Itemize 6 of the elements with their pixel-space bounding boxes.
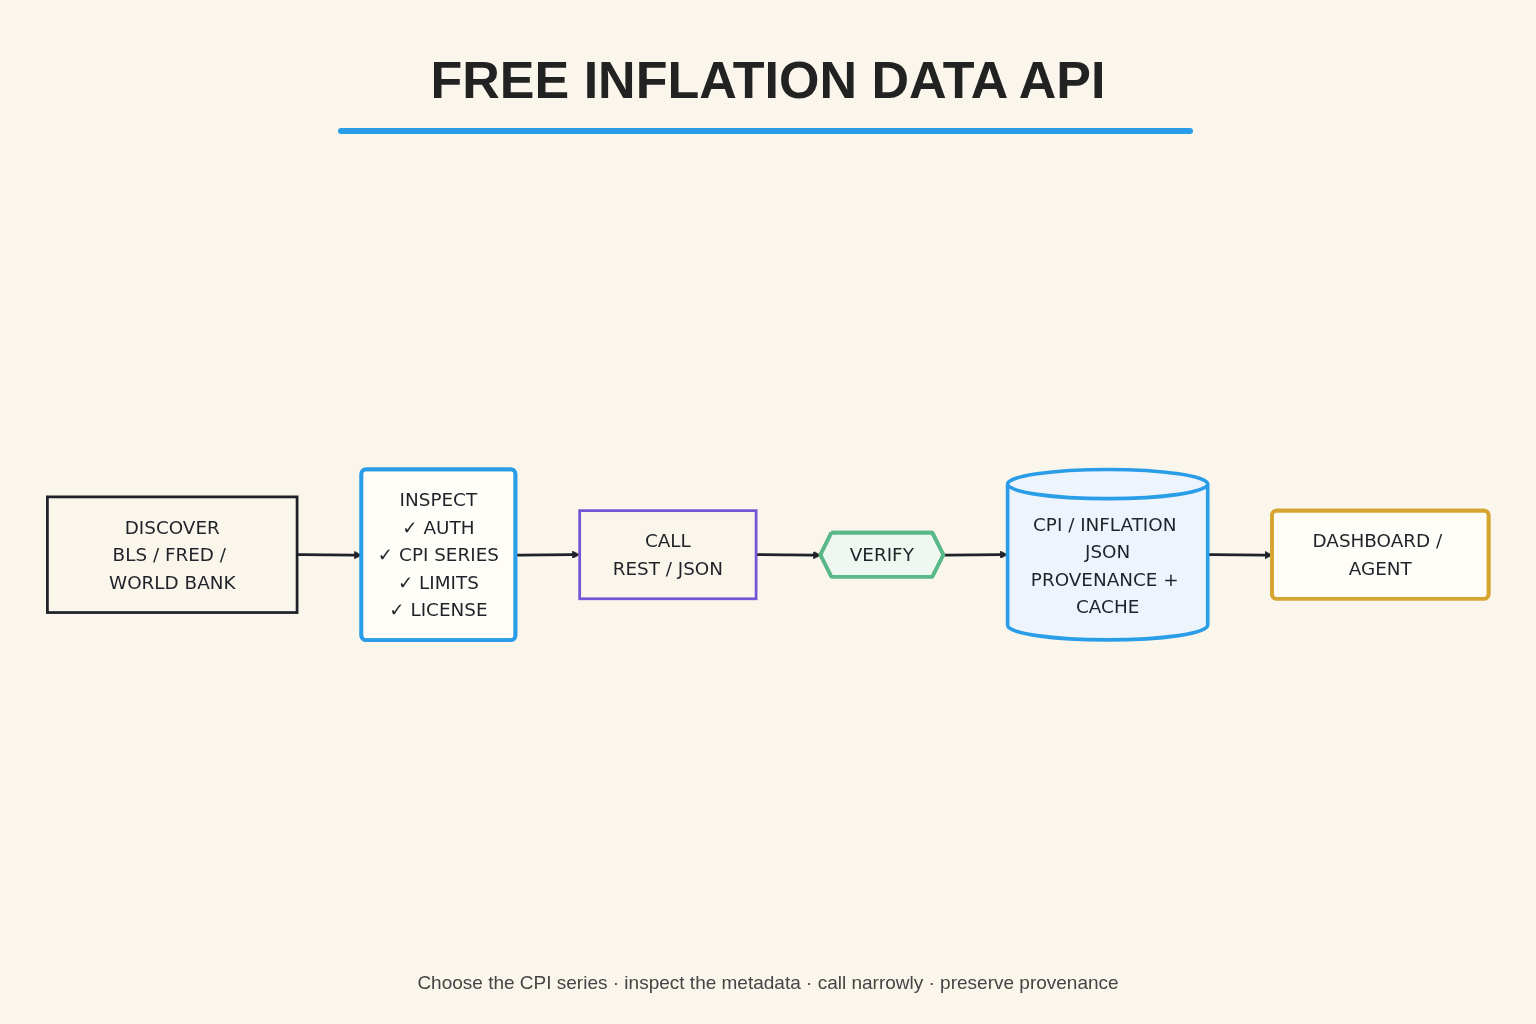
caption: Choose the CPI series · inspect the metadata · call narrowly · preserve provenance: [416, 972, 1120, 994]
arrow: [943, 550, 1008, 560]
arrow: [756, 551, 822, 560]
title: FREE INFLATION DATA API: [429, 50, 1107, 110]
node-box: DISCOVER BLS / FRED / WORLD BANK: [46, 495, 299, 615]
node-box: CALL REST / JSON: [578, 509, 758, 601]
